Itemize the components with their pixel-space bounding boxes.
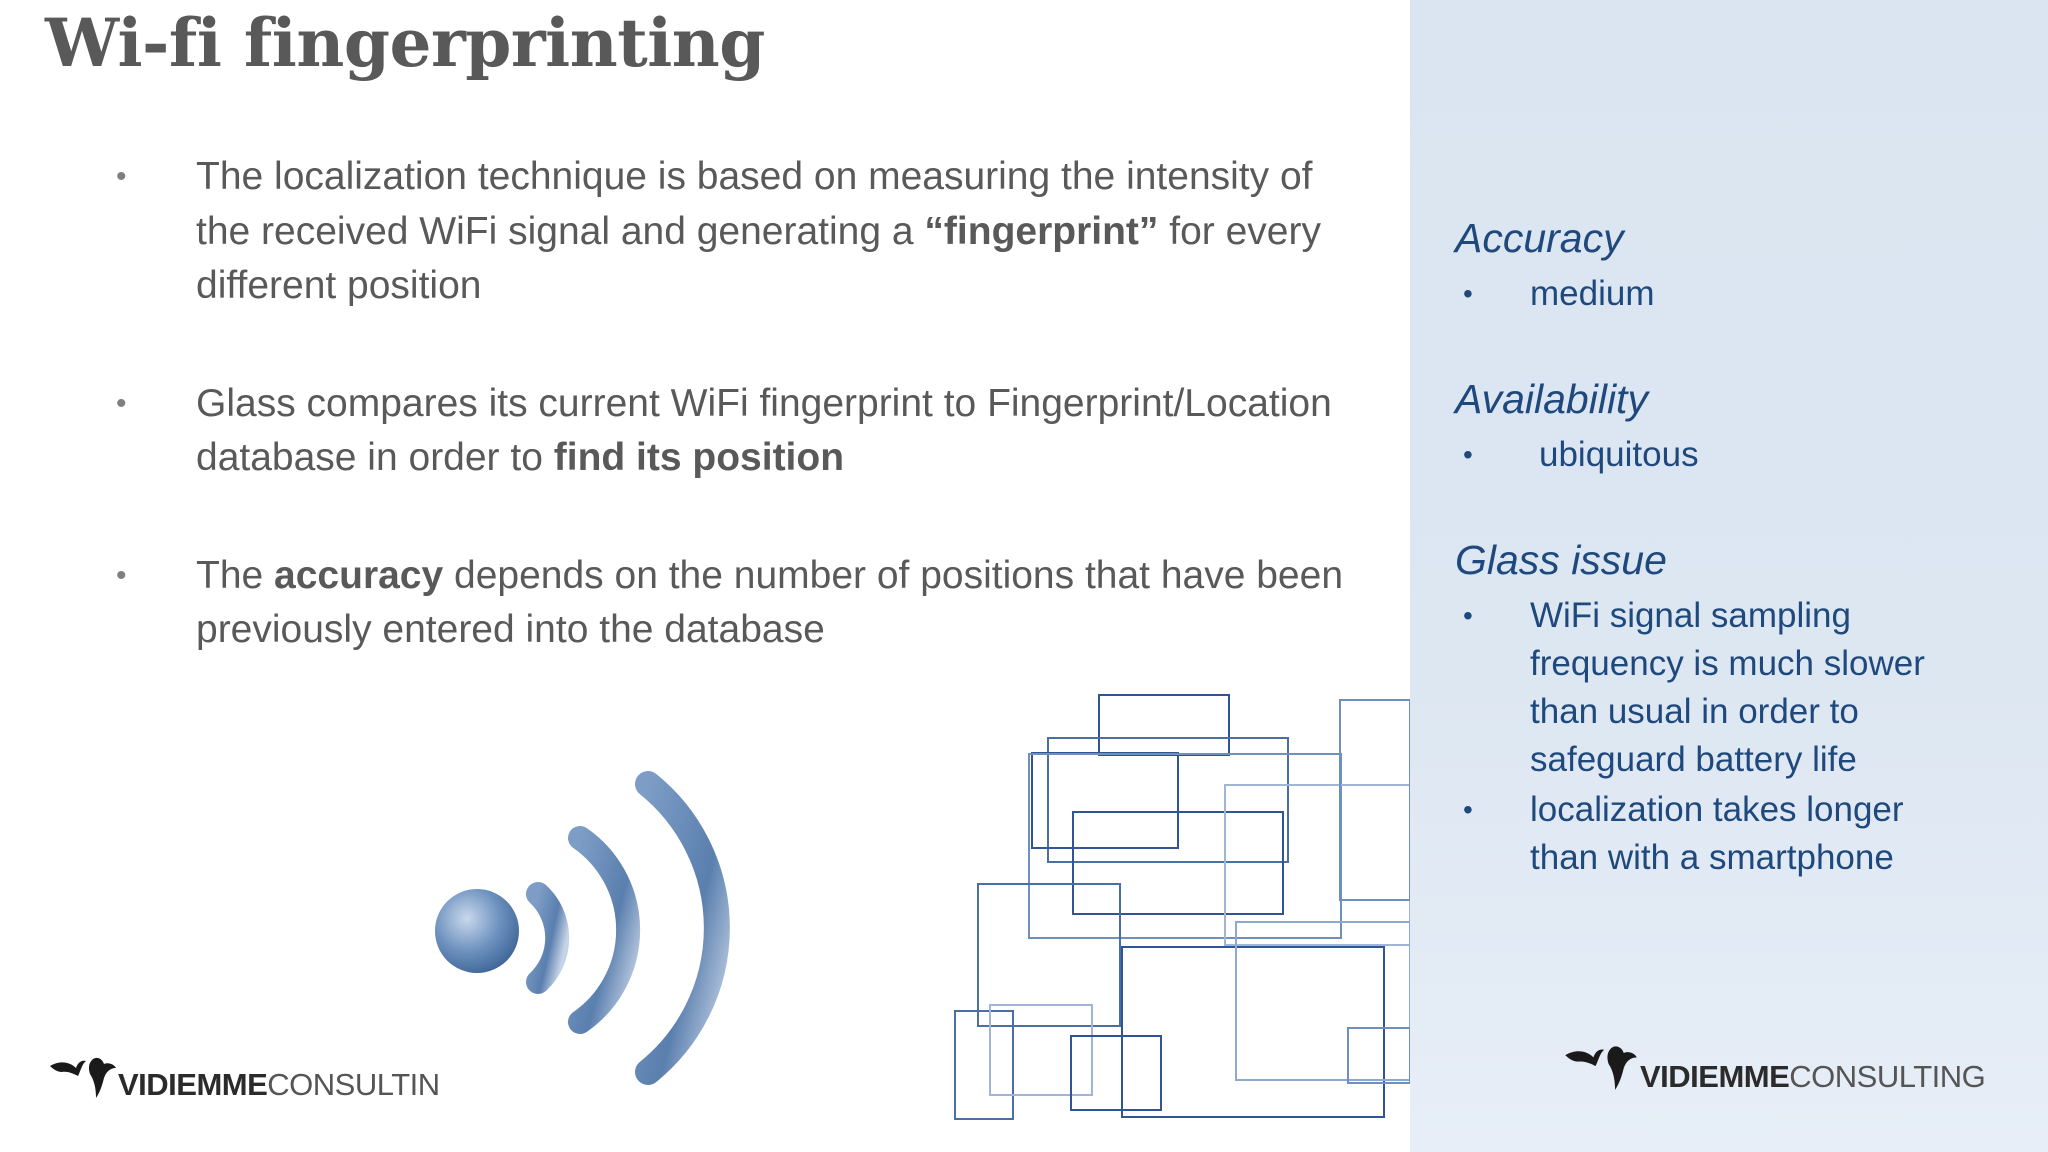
glass-issue-list: • WiFi signal sampling frequency is much … bbox=[1455, 592, 1975, 884]
glass-issue-heading: Glass issue bbox=[1455, 537, 1667, 583]
bullet-dot: • bbox=[116, 160, 127, 193]
bullet-text: The localization technique is based on m… bbox=[196, 155, 1313, 253]
availability-heading: Availability bbox=[1455, 376, 1648, 422]
logo-wordmark: VIDIEMMECONSULTIN bbox=[118, 1069, 440, 1100]
list-item: • medium bbox=[1455, 270, 2015, 318]
glass-issue-text: WiFi signal sampling frequency is much s… bbox=[1530, 596, 1925, 779]
logo-light-text: CONSULTING bbox=[1789, 1059, 1986, 1094]
main-bullet-list: • The localization technique is based on… bbox=[110, 150, 1350, 721]
logo-bold-text: VIDIEMME bbox=[118, 1067, 268, 1102]
accuracy-list: • medium bbox=[1455, 270, 2015, 320]
bullet-emphasis: find its position bbox=[553, 436, 845, 479]
overlapping-rectangles-graphic bbox=[940, 680, 1411, 1125]
bullet-dot: • bbox=[1463, 794, 1473, 825]
bullet-text: Glass compares its current WiFi fingerpr… bbox=[196, 381, 1332, 480]
bullet-dot: • bbox=[1463, 600, 1473, 631]
glass-issue-text: localization takes longer than with a sm… bbox=[1530, 790, 1904, 877]
birds-logo-icon bbox=[1565, 1046, 1637, 1090]
bullet-text: for every different position bbox=[196, 209, 1321, 308]
bullet-dot: • bbox=[116, 558, 127, 592]
accuracy-heading: Accuracy bbox=[1455, 215, 1624, 261]
bullet-text: The bbox=[196, 553, 275, 597]
bullet-dot: • bbox=[1463, 278, 1473, 309]
company-logo-left: VIDIEMMECONSULTIN bbox=[48, 1052, 440, 1100]
wifi-signal-icon bbox=[420, 760, 760, 1105]
availability-list: • ubiquitous bbox=[1455, 431, 2015, 481]
list-item: • ubiquitous bbox=[1455, 431, 2015, 479]
bullet-dot: • bbox=[116, 386, 127, 420]
logo-light-text: CONSULTIN bbox=[267, 1067, 440, 1102]
availability-value: ubiquitous bbox=[1539, 435, 1699, 474]
list-item: • localization takes longer than with a s… bbox=[1455, 786, 1975, 882]
bullet-text: depends on the number of positions that … bbox=[196, 553, 1344, 652]
birds-logo-icon bbox=[50, 1057, 116, 1098]
bullet-item: • Glass compares its current WiFi finger… bbox=[110, 377, 1350, 486]
list-item: • WiFi signal sampling frequency is much … bbox=[1455, 592, 1975, 784]
bullet-item: • The accuracy depends on the number of … bbox=[110, 549, 1350, 658]
logo-wordmark: VIDIEMMECONSULTING bbox=[1640, 1059, 1986, 1094]
bullet-dot: • bbox=[1463, 439, 1473, 470]
slide-title: Wi-fi fingerprinting bbox=[45, 4, 765, 82]
logo-bold-text: VIDIEMME bbox=[1640, 1059, 1790, 1094]
bullet-item: • The localization technique is based on… bbox=[110, 150, 1350, 314]
bullet-emphasis: accuracy bbox=[274, 553, 444, 597]
accuracy-value: medium bbox=[1530, 274, 1655, 313]
side-panel: Accuracy • medium Availability • ubiquitou… bbox=[1410, 0, 2048, 1152]
bullet-emphasis: “fingerprint” bbox=[924, 209, 1159, 253]
company-logo-right: VIDIEMMECONSULTING bbox=[1562, 1040, 1986, 1094]
